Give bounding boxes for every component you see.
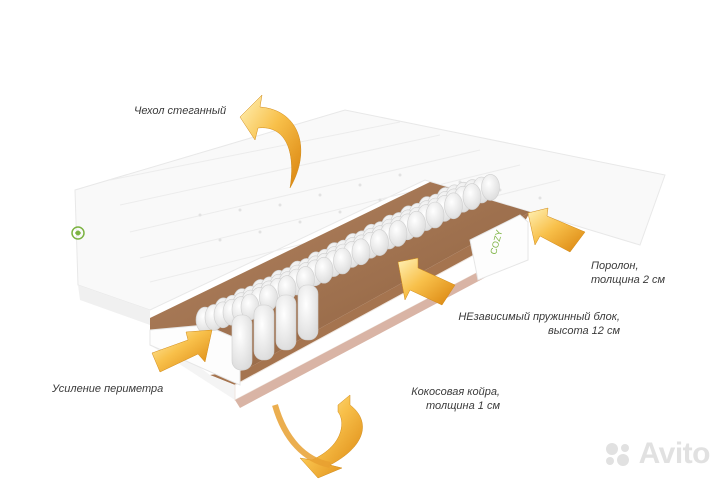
label-foam: Поролон, толщина 2 см [591,259,665,287]
label-springs-line1: НЕзависимый пружинный блок, [458,311,620,323]
quilted-cover [74,109,666,325]
pocket-spring [462,183,482,210]
pocket-spring-block [195,174,500,371]
label-coir-line2: толщина 1 см [425,400,500,412]
label-foam-line2: толщина 2 см [591,274,666,286]
arrow-foam [527,207,586,253]
label-springs-line2: высота 12 см [548,325,620,337]
label-foam-line1: Поролон, [591,260,639,272]
arrow-coir [299,394,363,479]
pocket-spring [407,210,426,238]
arrow-springs [397,257,456,306]
label-coir-line1: Кокосовая койра, [411,386,500,398]
label-coir: Кокосовая койра, толщина 1 см [340,385,500,413]
pocket-spring [314,256,334,284]
pocket-spring [444,192,463,220]
pocket-spring [425,201,445,229]
pocket-spring [351,238,371,266]
pocket-spring-front [231,314,253,371]
arrow-cover [239,94,302,189]
avito-watermark: Avito [603,437,711,471]
brand-tag [71,226,85,240]
pocket-spring [388,220,408,247]
label-springs: НЕзависимый пружинный блок, высота 12 см [455,310,620,338]
pocket-spring-front [297,284,319,341]
label-cover: Чехол стеганный [134,105,227,117]
pocket-spring-front [253,304,275,361]
avito-watermark-text: Avito [638,437,711,470]
label-perimeter: Усиление периметра [52,383,164,395]
arrow-perimeter [151,329,213,373]
pocket-spring [333,247,352,275]
pocket-spring-front [275,294,297,351]
pocket-spring [481,174,500,201]
brand-leaf-icon [71,226,85,240]
avito-dots-icon [605,443,629,466]
pocket-spring [370,229,389,256]
